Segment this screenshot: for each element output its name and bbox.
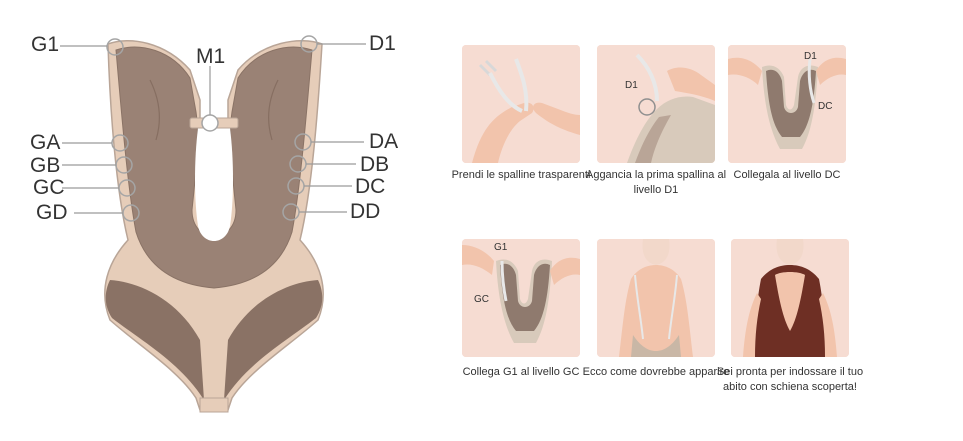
label-g1: G1 xyxy=(31,33,60,56)
label-gd: GD xyxy=(36,201,68,224)
label-m1: M1 xyxy=(196,45,226,68)
step-3-illustration xyxy=(728,45,846,163)
label-db: DB xyxy=(360,153,390,176)
step-3-caption: Collegala al livello DC xyxy=(733,169,841,181)
step-2-illustration xyxy=(597,45,715,163)
label-gc: GC xyxy=(33,176,65,199)
step-4-label-g1: G1 xyxy=(494,242,508,253)
step-6-caption: Sei pronta per indossare il tuo abito co… xyxy=(716,366,864,393)
step-4-image: G1 GC xyxy=(462,239,580,357)
step-2-label-d1: D1 xyxy=(625,80,638,91)
point-m1-marker xyxy=(201,114,219,132)
step-1-illustration xyxy=(462,45,580,163)
garment-diagram: G1 D1 M1 GA DA GB DB GC DC GD DD xyxy=(0,0,440,436)
point-g1-marker xyxy=(106,38,124,56)
step-1-image xyxy=(462,45,580,163)
step-5-illustration xyxy=(597,239,715,357)
step-4-caption: Collega G1 al livello GC xyxy=(462,366,580,378)
step-3-label-d1: D1 xyxy=(804,51,817,62)
step-3-image: D1 DC xyxy=(728,45,846,163)
step-3-label-dc: DC xyxy=(818,101,833,112)
step-6-image xyxy=(731,239,849,357)
label-da: DA xyxy=(369,130,399,153)
step-4-illustration xyxy=(462,239,580,357)
step-6-illustration xyxy=(731,239,849,357)
step-4-label-gc: GC xyxy=(474,294,489,305)
garment-illustration xyxy=(60,35,366,413)
label-ga: GA xyxy=(30,131,61,154)
left-cup-seam xyxy=(149,79,160,141)
garment-crotch xyxy=(199,397,229,413)
label-gb: GB xyxy=(30,154,61,177)
step-2-caption: Aggancia la prima spallina al livello D1 xyxy=(585,169,727,196)
garment-lower-right-panel xyxy=(224,280,323,400)
label-d1: D1 xyxy=(369,32,396,55)
step-1-caption: Prendi le spalline trasparenti xyxy=(451,169,591,181)
label-dc: DC xyxy=(355,175,386,198)
garment-center-opening xyxy=(195,128,233,241)
step-5-caption: Ecco come dovrebbe apparire xyxy=(582,366,730,378)
garment-lower-left-panel xyxy=(105,280,204,400)
step-2-d1-marker xyxy=(638,98,656,116)
step-5-image xyxy=(597,239,715,357)
step-2-image: D1 xyxy=(597,45,715,163)
right-cup-seam xyxy=(268,79,279,141)
label-dd: DD xyxy=(350,200,381,223)
